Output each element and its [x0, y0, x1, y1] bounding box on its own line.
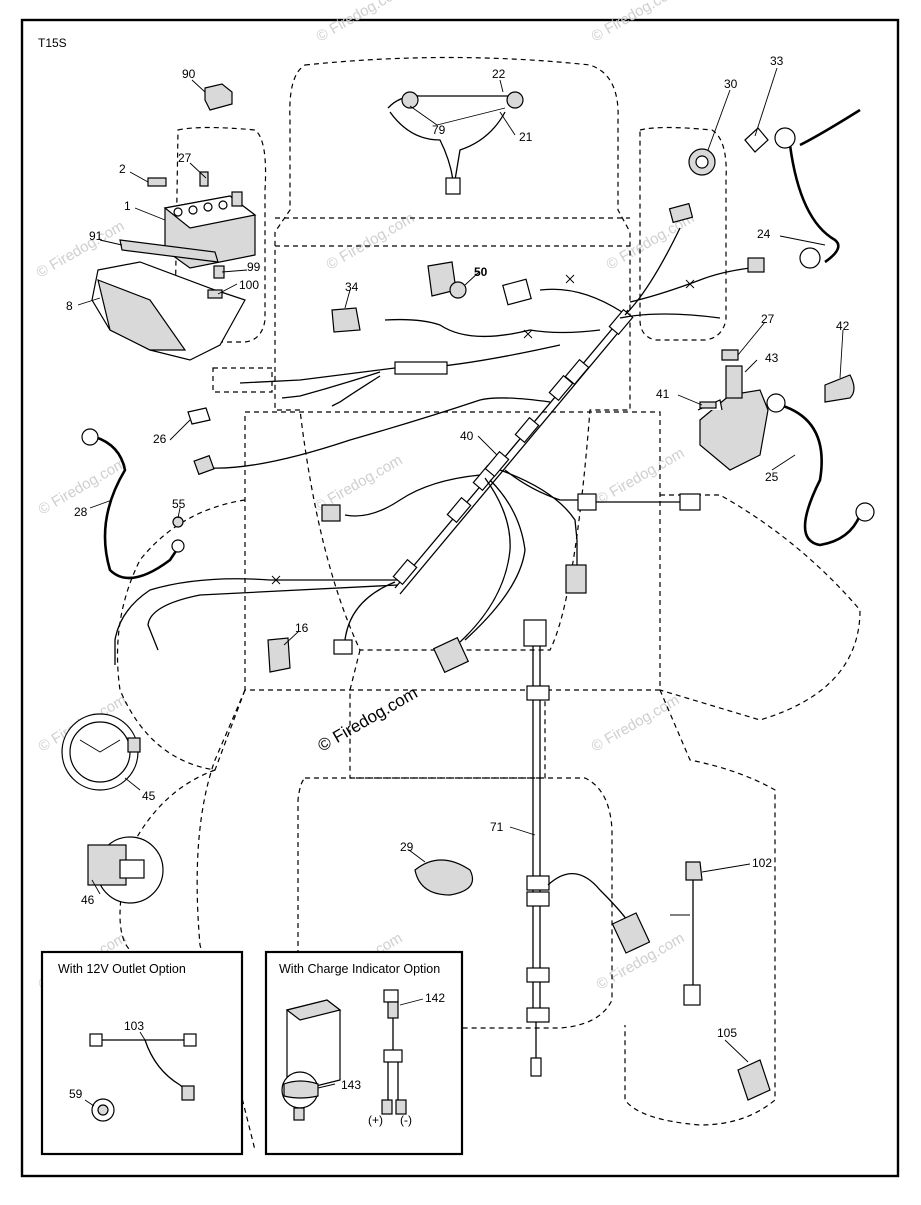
- callout-30: 30: [724, 77, 738, 91]
- inset-12v-outlet: With 12V Outlet Option 103 59: [40, 950, 244, 1156]
- callout-24: 24: [757, 227, 771, 241]
- terminal-positive-label: (+): [368, 1113, 383, 1127]
- battery-cables: [81, 108, 875, 580]
- callout-22: 22: [492, 67, 506, 81]
- callout-43: 43: [765, 351, 779, 365]
- callout-90: 90: [182, 67, 196, 81]
- callout-55: 55: [172, 497, 186, 511]
- callout-100: 100: [239, 278, 259, 292]
- callout-46: 46: [81, 893, 95, 907]
- callout-27-battery: 27: [178, 151, 192, 165]
- cut-marks: [271, 274, 695, 585]
- misc-parts: [61, 83, 855, 1101]
- harness-71: [523, 619, 651, 1077]
- callout-91: 91: [89, 229, 103, 243]
- callout-27-solenoid: 27: [761, 312, 775, 326]
- terminal-negative-label: (-): [400, 1113, 412, 1127]
- callout-103: 103: [124, 1019, 144, 1033]
- watermark-text: © Firedog.com: [314, 0, 408, 45]
- center-watermark: © Firedog.com: [315, 683, 421, 755]
- inset-title-charge: With Charge Indicator Option: [279, 962, 440, 976]
- callout-40: 40: [460, 429, 474, 443]
- callout-21: 21: [519, 130, 533, 144]
- callout-8: 8: [66, 299, 73, 313]
- callout-45: 45: [142, 789, 156, 803]
- callout-79: 79: [432, 123, 446, 137]
- battery-assembly: [91, 171, 257, 361]
- callout-29: 29: [400, 840, 414, 854]
- inset-charge-indicator: With Charge Indicator Option 143 142 (+)…: [264, 950, 464, 1156]
- callout-99: 99: [247, 260, 261, 274]
- callout-16: 16: [295, 621, 309, 635]
- watermark-text: © Firedog.com: [324, 209, 418, 273]
- inset-title-12v: With 12V Outlet Option: [58, 962, 186, 976]
- main-harness-40: [114, 202, 765, 674]
- callout-105: 105: [717, 1026, 737, 1040]
- callout-50: 50: [474, 265, 488, 279]
- callout-26: 26: [153, 432, 167, 446]
- callout-41: 41: [656, 387, 670, 401]
- diagram-frame: [20, 18, 900, 1178]
- leader-lines: [77, 67, 844, 1063]
- diagram-id-label: T15S: [38, 36, 67, 50]
- callout-42: 42: [836, 319, 850, 333]
- callout-142: 142: [425, 991, 445, 1005]
- callout-33: 33: [770, 54, 784, 68]
- callout-1: 1: [124, 199, 131, 213]
- callout-143: 143: [341, 1078, 361, 1092]
- watermark-text: © Firedog.com: [589, 691, 683, 755]
- callout-labels: 90 22 79 21 30 33 2 27 1 91 99 100 8 24 …: [66, 54, 850, 1040]
- callout-28: 28: [74, 505, 88, 519]
- watermark-text: © Firedog.com: [594, 444, 688, 508]
- callout-59: 59: [69, 1087, 83, 1101]
- callout-71: 71: [490, 820, 504, 834]
- watermark-text: © Firedog.com: [589, 0, 683, 45]
- callout-34: 34: [345, 280, 359, 294]
- callout-102: 102: [752, 856, 772, 870]
- callout-25: 25: [765, 470, 779, 484]
- callout-2: 2: [119, 162, 126, 176]
